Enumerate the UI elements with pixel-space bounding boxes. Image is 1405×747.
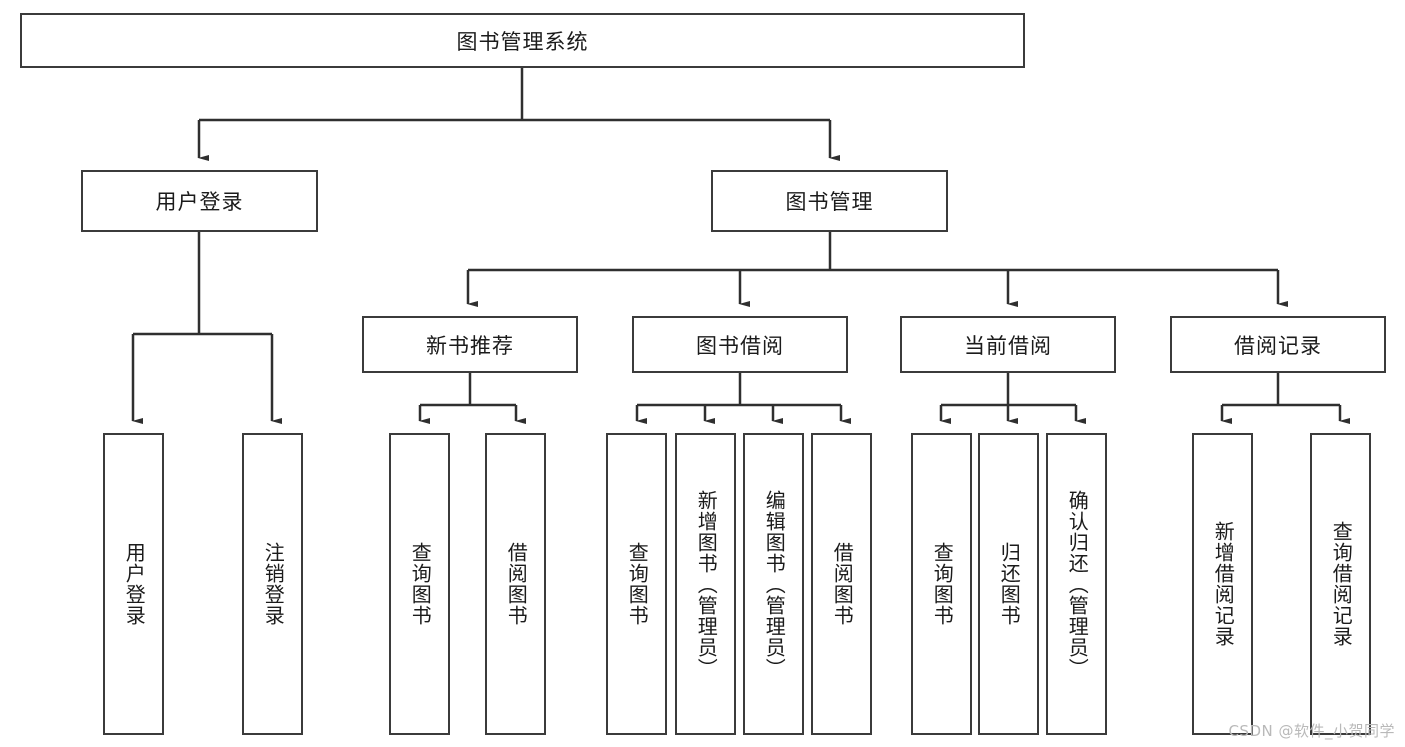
leaf-borrow-add-book[interactable]: 新增图书（管理员） [675,433,736,735]
node-label: 图书借阅 [696,333,784,358]
node-label: 用户登录 [155,190,244,214]
leaf-record-query-record[interactable]: 查询借阅记录 [1310,433,1371,735]
leaf-current-query-book[interactable]: 查询图书 [911,433,972,735]
node-label: 注销登录 [261,542,286,626]
leaf-recommend-borrow-book[interactable]: 借阅图书 [485,433,546,735]
node-label: 当前借阅 [964,333,1052,358]
node-book-borrow[interactable]: 图书借阅 [632,316,848,373]
watermark: CSDN @软件_小贺同学 [1228,722,1395,740]
node-user-login[interactable]: 用户登录 [81,170,318,232]
leaf-current-confirm-return[interactable]: 确认归还（管理员） [1046,433,1107,735]
node-root[interactable]: 图书管理系统 [20,13,1025,68]
node-book-management[interactable]: 图书管理 [711,170,948,232]
node-label: 编辑图书（管理员） [762,489,787,679]
node-label: 用户登录 [122,542,147,626]
node-label: 借阅图书 [830,542,855,626]
node-borrow-record[interactable]: 借阅记录 [1170,316,1386,373]
node-label: 新增图书（管理员） [694,489,719,679]
node-label: 借阅记录 [1234,333,1322,358]
leaf-user-logout[interactable]: 注销登录 [242,433,303,735]
leaf-borrow-query-book[interactable]: 查询图书 [606,433,667,735]
node-label: 查询借阅记录 [1329,521,1354,647]
node-label: 查询图书 [625,542,650,626]
leaf-borrow-edit-book[interactable]: 编辑图书（管理员） [743,433,804,735]
node-label: 确认归还（管理员） [1065,489,1090,679]
node-label: 新书推荐 [426,333,514,358]
node-label: 图书管理 [785,190,874,214]
leaf-current-return-book[interactable]: 归还图书 [978,433,1039,735]
node-label: 新增借阅记录 [1211,521,1236,647]
leaf-user-login[interactable]: 用户登录 [103,433,164,735]
leaf-record-add-record[interactable]: 新增借阅记录 [1192,433,1253,735]
node-label: 查询图书 [408,542,433,626]
node-label: 借阅图书 [504,542,529,626]
node-label: 归还图书 [997,542,1022,626]
leaf-recommend-query-book[interactable]: 查询图书 [389,433,450,735]
node-label: 图书管理系统 [456,29,589,54]
node-new-book-recommend[interactable]: 新书推荐 [362,316,578,373]
node-label: 查询图书 [930,542,955,626]
leaf-borrow-borrow-book[interactable]: 借阅图书 [811,433,872,735]
node-current-borrow[interactable]: 当前借阅 [900,316,1116,373]
